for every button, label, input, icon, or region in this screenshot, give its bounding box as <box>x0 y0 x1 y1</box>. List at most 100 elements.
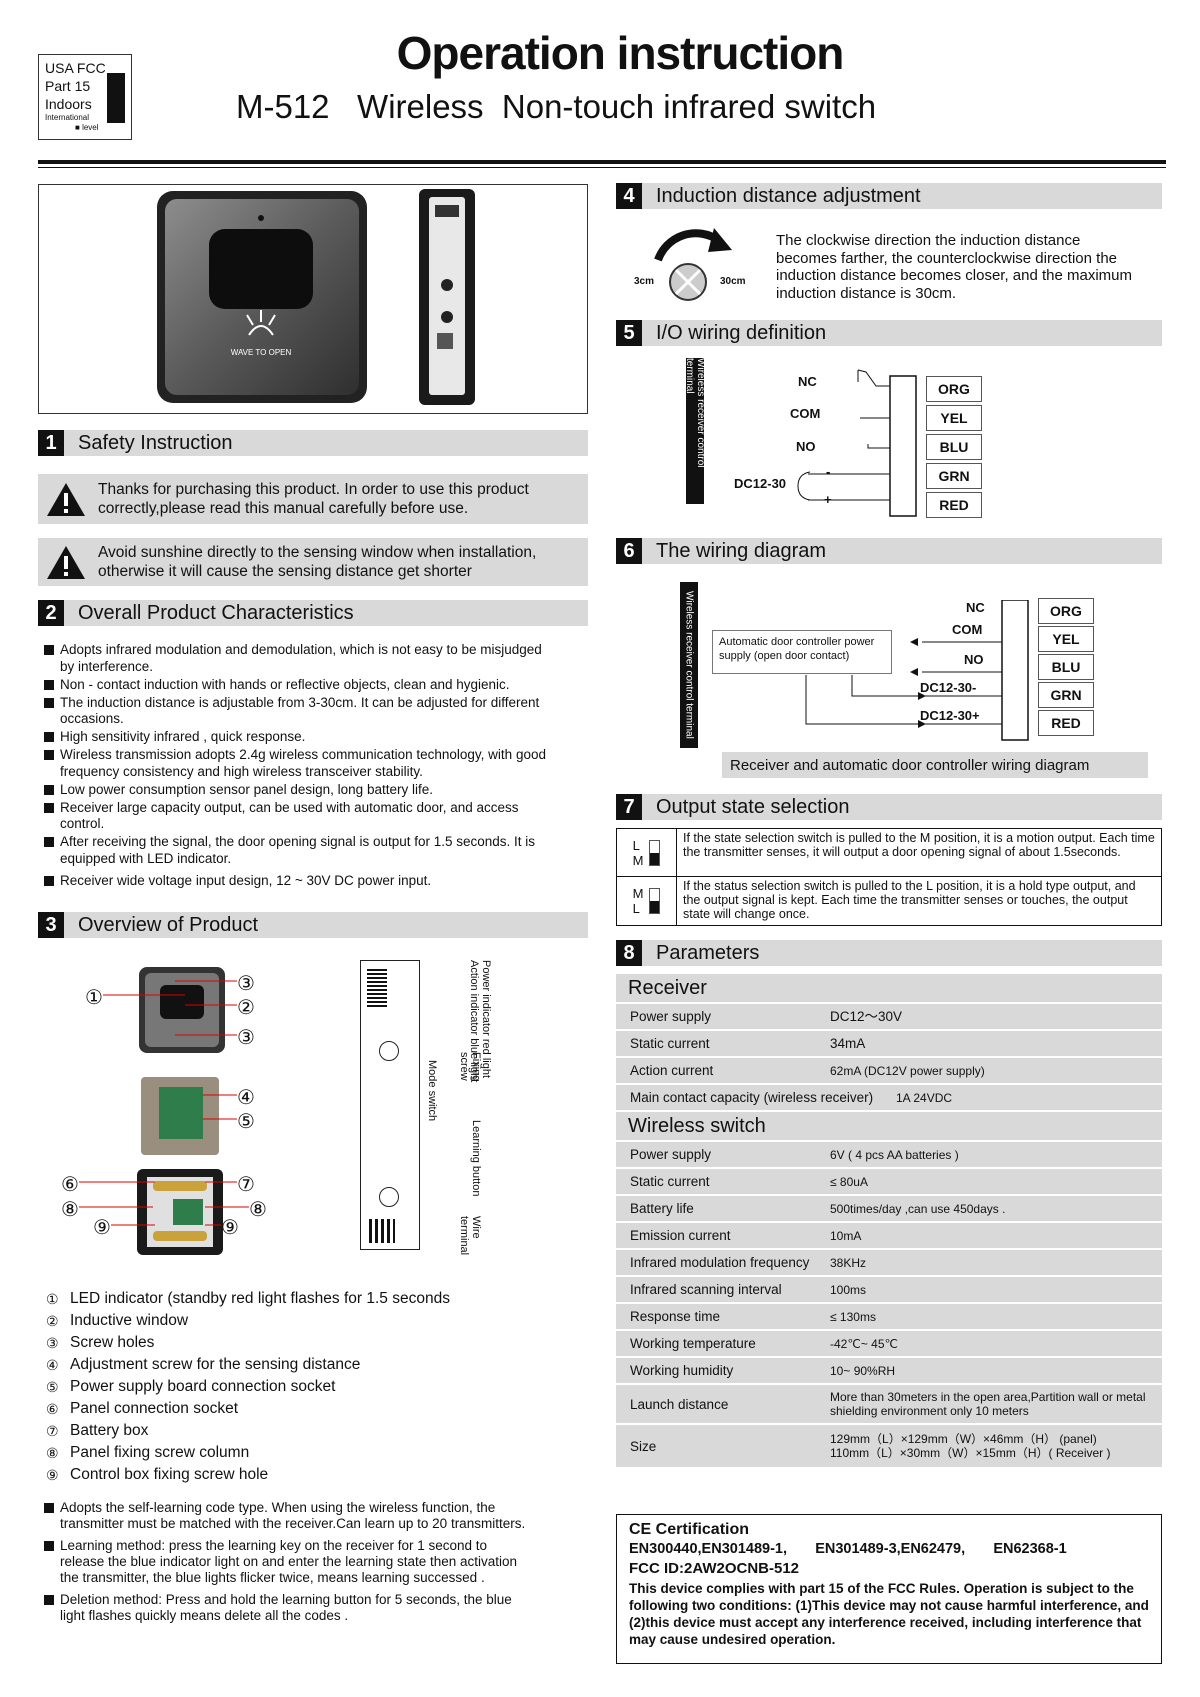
fcc-line4: International <box>45 113 90 122</box>
output-row-motion-text: If the state selection switch is pulled … <box>683 831 1155 859</box>
vertical-terminal-label: Wireless receiver control terminal <box>680 582 698 748</box>
fcc-badge: USA FCC Part 15 Indoors International ■ … <box>38 54 132 140</box>
max-distance-label: 30cm <box>720 276 746 287</box>
wd-label-no: NO <box>964 652 984 667</box>
color-tag-red: RED <box>926 492 982 518</box>
learning-notes: Adopts the self-learning code type. When… <box>40 1500 530 1626</box>
section-7-title: Output state selection <box>656 795 850 818</box>
color-tag-blu: BLU <box>926 434 982 460</box>
color-tag-grn: GRN <box>926 463 982 489</box>
section-6-header: 6 The wiring diagram <box>616 538 1162 564</box>
table-row: Main contact capacity (wireless receiver… <box>616 1085 1162 1112</box>
list-item: High sensitivity infrared , quick respon… <box>40 729 550 746</box>
section-5-title: I/O wiring definition <box>656 321 827 344</box>
section-3-title: Overview of Product <box>78 913 259 936</box>
warning-icon <box>47 483 85 516</box>
color-tag-yel: YEL <box>926 405 982 431</box>
io-label-dc: DC12-30 <box>734 476 787 491</box>
section-8-header: 8 Parameters <box>616 940 1162 966</box>
io-label-plus: + <box>824 492 832 507</box>
color-tag-grn: GRN <box>1038 682 1094 708</box>
warning-1-text: Thanks for purchasing this product. In o… <box>98 481 529 517</box>
list-item: Learning method: press the learning key … <box>40 1538 530 1586</box>
receiver-label-fixing: Fixing screw <box>458 1052 482 1082</box>
page-subtitle: M-512 Wireless Non-touch infrared switch <box>236 88 877 125</box>
output-row-hold-text: If the status selection switch is pulled… <box>683 879 1136 921</box>
product-illustration: WAVE TO OPEN <box>157 189 475 405</box>
list-item: Low power consumption sensor panel desig… <box>40 782 550 799</box>
section-8-title: Parameters <box>656 941 760 964</box>
wiring-lines <box>805 600 1029 741</box>
wire-terminal <box>369 1219 395 1243</box>
io-label-nc: NC <box>798 374 817 389</box>
section-4-title: Induction distance adjustment <box>656 184 921 207</box>
callout-3b: ③ <box>237 1027 255 1049</box>
io-color-list: ORG YEL BLU GRN RED <box>926 376 986 518</box>
section-8-number: 8 <box>616 940 642 966</box>
section-3-number: 3 <box>38 912 64 938</box>
callout-2: ② <box>237 997 255 1019</box>
header-rule <box>38 160 1166 164</box>
wireless-switch-heading: Wireless switch <box>616 1112 1162 1142</box>
wd-label-dcplus: DC12-30+ <box>920 708 980 723</box>
callout-4: ④ <box>237 1087 255 1109</box>
io-wiring-lines <box>797 369 917 517</box>
receiver-label-power: Power indicator red light Action indicat… <box>468 960 492 1083</box>
table-row: Response time≤ 130ms <box>616 1304 1162 1331</box>
list-item: After receiving the signal, the door ope… <box>40 834 550 867</box>
rotation-arrow-icon <box>654 228 732 301</box>
callout-9b: ⑨ <box>221 1217 239 1239</box>
ce-title: CE Certification <box>629 1521 750 1538</box>
panel-logo-text: WAVE TO OPEN <box>231 348 292 357</box>
list-item: Receiver large capacity output, can be u… <box>40 800 550 833</box>
mode-switch <box>379 1041 399 1061</box>
receiver-label-learning: Learning button <box>470 1120 482 1197</box>
io-label-no: NO <box>796 439 816 454</box>
warning-icon <box>47 546 85 579</box>
page-title: Operation instruction <box>396 27 845 79</box>
fcc-statement: This device complies with part 15 of the… <box>629 1581 1149 1647</box>
table-row: Working temperature-42℃~ 45℃ <box>616 1331 1162 1358</box>
section-4-number: 4 <box>616 183 642 209</box>
section-5-header: 5 I/O wiring definition <box>616 320 1162 346</box>
fcc-id: FCC ID:2AW2OCNB-512 <box>629 1560 800 1577</box>
wiring-caption: Receiver and automatic door controller w… <box>722 752 1148 778</box>
wd-label-nc: NC <box>966 600 985 615</box>
list-item: Adopts infrared modulation and demodulat… <box>40 642 550 675</box>
section-6-title: The wiring diagram <box>656 539 827 562</box>
product-overview-drawing: ① ③ ② ③ ④ ⑤ ⑥ ⑧ ⑨ ⑦ ⑧ ⑨ <box>55 955 305 1265</box>
ce-standards: EN300440,EN301489-1, EN301489-3,EN62479,… <box>629 1541 1067 1557</box>
wd-label-com: COM <box>952 622 983 637</box>
fcc-line5: ■ level <box>75 123 99 132</box>
io-label-com: COM <box>790 406 821 421</box>
header-rule-thin <box>38 167 1166 168</box>
warning-2-text: Avoid sunshine directly to the sensing w… <box>98 544 537 580</box>
wd-label-dcminus: DC12-30- <box>920 680 977 695</box>
callout-9: ⑨ <box>93 1217 111 1239</box>
ce-certification-box: CE Certification EN300440,EN301489-1, EN… <box>616 1514 1162 1664</box>
color-tag-yel: YEL <box>1038 626 1094 652</box>
callout-7: ⑦ <box>237 1174 255 1196</box>
switch-icon <box>649 888 661 914</box>
product-photo: WAVE TO OPEN <box>38 184 588 414</box>
receiver-heading: Receiver <box>616 974 1162 1004</box>
callout-3: ③ <box>237 973 255 995</box>
panel-parts-illustration <box>79 967 249 1255</box>
